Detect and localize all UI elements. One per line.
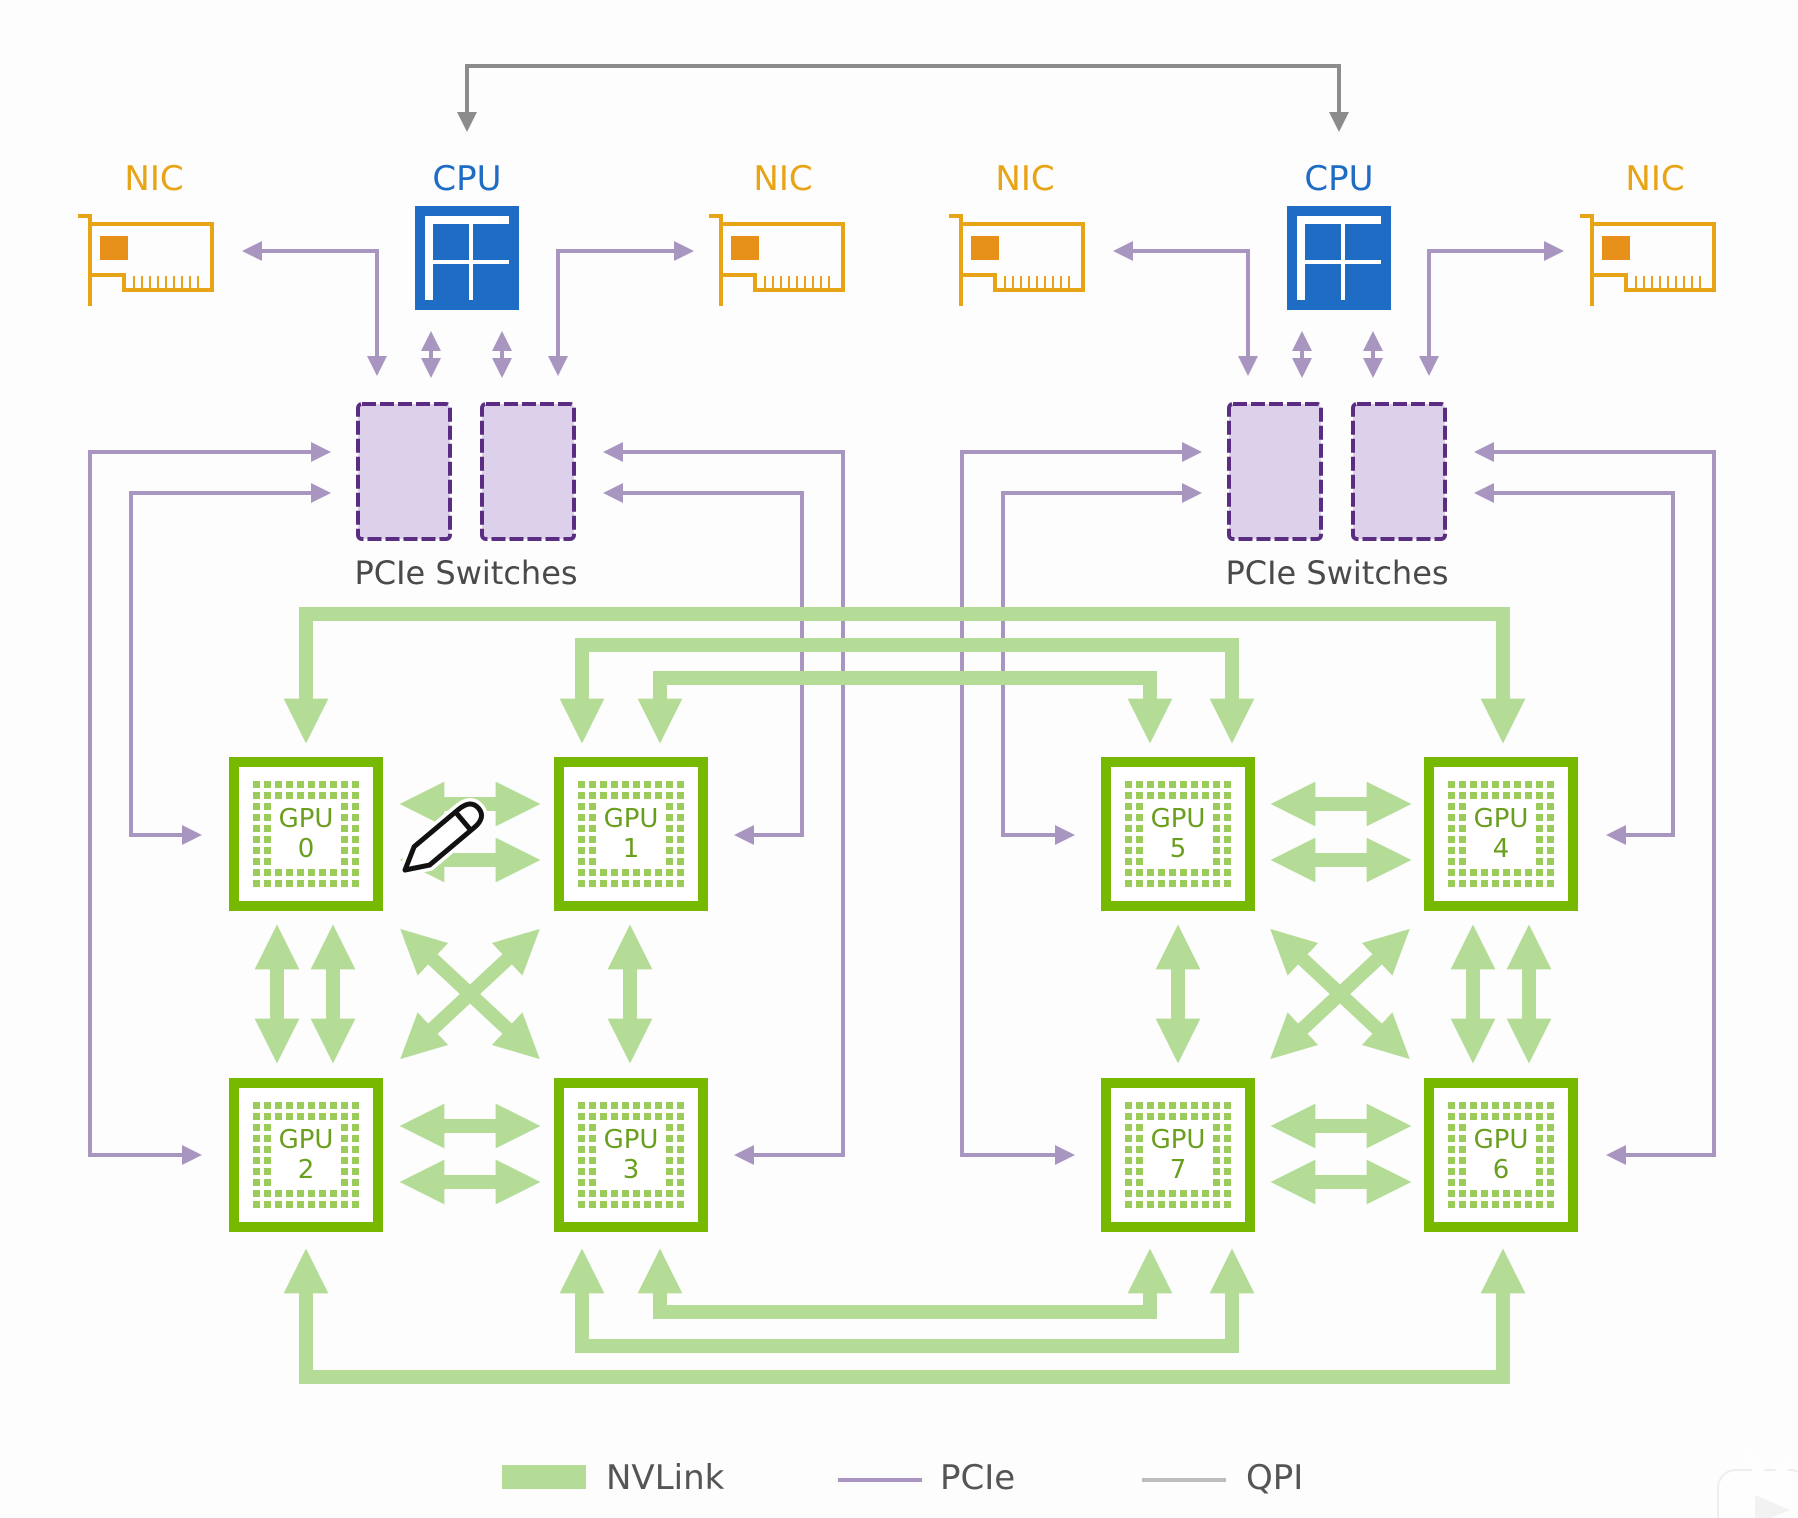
gpu-label: GPU	[1474, 1125, 1529, 1155]
gpu-index: 4	[1493, 834, 1510, 864]
tv-logo-icon	[1717, 1451, 1798, 1518]
nic-label: NIC	[1625, 159, 1684, 199]
nvlink-link	[637, 671, 1173, 744]
nic-label: NIC	[753, 159, 812, 199]
nic: NIC	[709, 159, 845, 306]
network-card-icon	[709, 214, 845, 306]
pcie-switches-label: PCIe Switches	[354, 554, 577, 592]
pcie-link	[603, 442, 845, 1165]
gpu-label: GPU	[1151, 1125, 1206, 1155]
nvlink-link	[283, 607, 1526, 744]
nvlink-link	[1270, 928, 1410, 1060]
nvlink-link	[559, 1248, 1255, 1353]
cpu-label: CPU	[1304, 159, 1373, 199]
nic-label: NIC	[995, 159, 1054, 199]
pcie-links	[88, 241, 1716, 1165]
nvlink-link	[559, 638, 1255, 744]
nvlink-link	[637, 1248, 1173, 1319]
legend: NVLink PCIe QPI	[502, 1458, 1303, 1498]
nic: NIC	[78, 159, 214, 306]
pcie-switch-icon	[1351, 402, 1447, 541]
components: CPU CPU NIC NIC NIC NIC PCIe Switches PCIe Swit…	[78, 159, 1716, 1232]
pcie-switch-icon	[356, 402, 452, 541]
pcie-switch-group: PCIe Switches	[1225, 402, 1449, 592]
pencil-cursor-icon	[399, 797, 488, 876]
nvlink-link	[283, 1248, 1526, 1384]
gpu-index: 3	[623, 1155, 640, 1185]
pcie-switch-icon	[480, 402, 576, 541]
network-card-icon	[78, 214, 214, 306]
gpu-label: GPU	[279, 1125, 334, 1155]
legend-label-pcie: PCIe	[940, 1458, 1015, 1498]
pcie-link	[88, 442, 331, 1165]
pcie-switch-group: PCIe Switches	[354, 402, 578, 592]
cpu: CPU	[1287, 159, 1391, 310]
nic: NIC	[949, 159, 1085, 306]
nvlink-link	[400, 928, 540, 1060]
cpu-label: CPU	[432, 159, 501, 199]
gpu-label: GPU	[1474, 804, 1529, 834]
gpu-index: 6	[1493, 1155, 1510, 1185]
gpu-index: 1	[623, 834, 640, 864]
gpu-index: 7	[1170, 1155, 1187, 1185]
qpi-links	[457, 64, 1349, 132]
nvlink-links	[254, 607, 1552, 1384]
legend-label-nvlink: NVLink	[606, 1458, 725, 1498]
gpu-label: GPU	[279, 804, 334, 834]
gpu-label: GPU	[604, 1125, 659, 1155]
pcie-link	[1419, 241, 1564, 376]
network-card-icon	[1580, 214, 1716, 306]
gpu-index: 2	[298, 1155, 315, 1185]
gpu-index: 5	[1170, 834, 1187, 864]
pcie-switches-label: PCIe Switches	[1225, 554, 1448, 592]
network-card-icon	[949, 214, 1085, 306]
qpi-link	[457, 64, 1349, 132]
pcie-link	[960, 442, 1202, 1165]
nic: NIC	[1580, 159, 1716, 306]
pcie-link	[242, 241, 387, 376]
legend-swatch-nvlink	[502, 1465, 586, 1489]
gpu-index: 0	[298, 834, 315, 864]
pcie-switch-icon	[1227, 402, 1323, 541]
gpu-label: GPU	[1151, 804, 1206, 834]
legend-label-qpi: QPI	[1246, 1458, 1303, 1498]
pcie-link	[548, 241, 694, 376]
nic-label: NIC	[124, 159, 183, 199]
cpu: CPU	[415, 159, 519, 310]
gpu-label: GPU	[604, 804, 659, 834]
pcie-link	[1113, 241, 1258, 376]
pcie-link	[1474, 442, 1716, 1165]
